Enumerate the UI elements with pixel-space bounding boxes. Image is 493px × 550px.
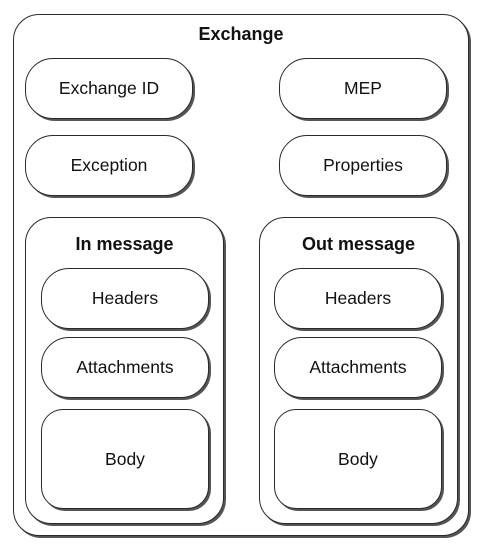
out-body-field: Body — [274, 409, 442, 509]
out-message-title: Out message — [301, 234, 416, 254]
in-body-field: Body — [41, 409, 209, 509]
exception-field: Exception — [25, 135, 193, 196]
mep-field: MEP — [279, 58, 447, 119]
in-message-title: In message — [75, 234, 174, 254]
in-headers-field: Headers — [41, 268, 209, 329]
in-attachments-field: Attachments — [41, 337, 209, 398]
exchange-id-field: Exchange ID — [25, 58, 193, 119]
exchange-title: Exchange — [198, 24, 284, 44]
properties-field: Properties — [279, 135, 447, 196]
out-headers-field: Headers — [274, 268, 442, 329]
out-attachments-field: Attachments — [274, 337, 442, 398]
